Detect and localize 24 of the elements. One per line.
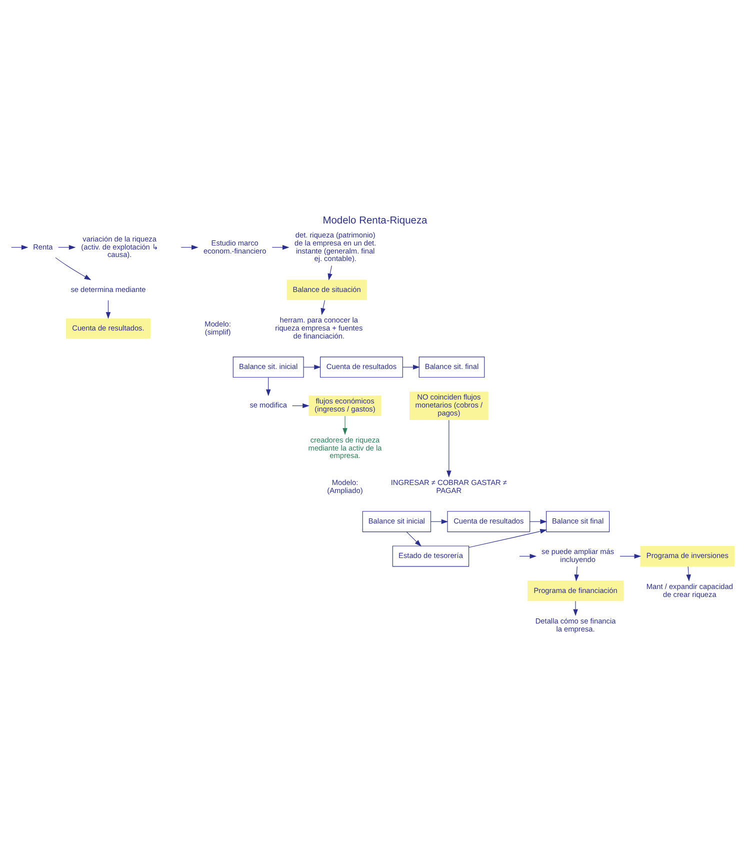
arrow: [406, 531, 422, 546]
arrow: [320, 300, 326, 315]
arrow: [519, 553, 537, 558]
arrow: [430, 518, 448, 524]
arrow: [686, 566, 691, 581]
arrow: [573, 600, 578, 616]
arrow: [574, 566, 579, 581]
diagram-title: Modelo Renta-Riqueza: [322, 215, 428, 226]
arrow: [292, 402, 310, 408]
arrow: [530, 518, 548, 524]
arrow: [58, 244, 76, 250]
arrow: [180, 244, 198, 250]
arrow: [55, 256, 92, 280]
arrow: [468, 528, 547, 548]
arrow: [328, 264, 332, 280]
arrow: [446, 419, 452, 477]
arrow: [11, 244, 28, 250]
arrow: [620, 553, 642, 558]
arrow: [342, 415, 348, 434]
arrow: [303, 364, 321, 370]
arrow: [106, 300, 111, 318]
arrow: [402, 364, 420, 370]
arrow: [266, 376, 271, 396]
arrow: [272, 244, 290, 250]
